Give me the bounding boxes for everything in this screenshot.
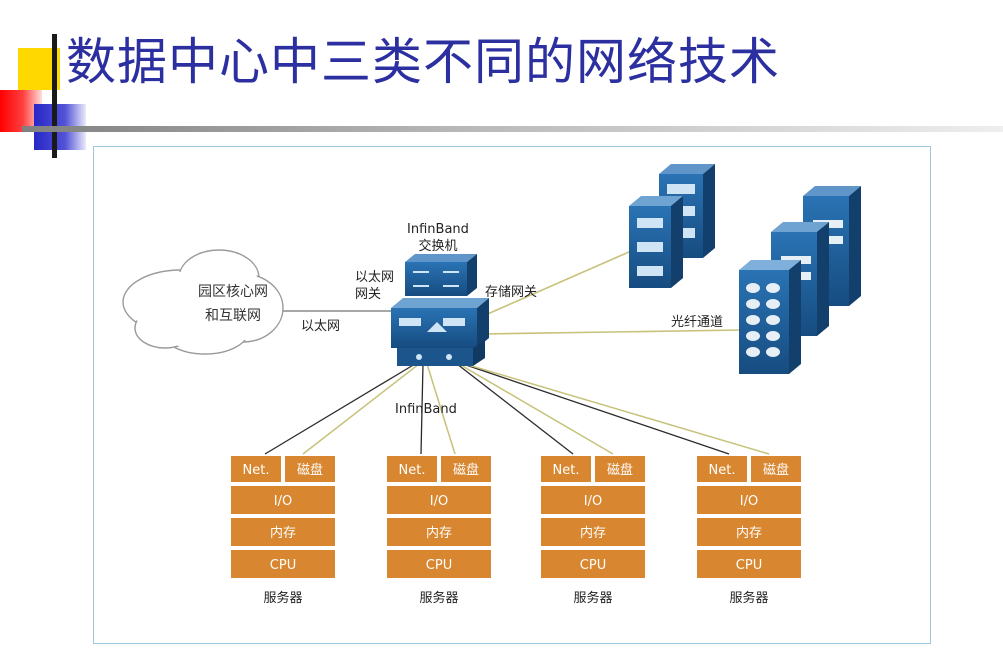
- server-cpu-label: CPU: [736, 558, 762, 573]
- campus-network-cloud: 园区核心网 和互联网: [122, 249, 284, 355]
- server-link: [420, 363, 424, 455]
- server-link: [302, 363, 420, 455]
- server-memory-label: 内存: [580, 525, 606, 541]
- figure-frame: [93, 146, 931, 644]
- storage-tower-front: [629, 196, 683, 288]
- server-io-label: I/O: [274, 494, 292, 509]
- server-link: [458, 363, 614, 455]
- cloud-label-line1: 园区核心网: [198, 284, 268, 300]
- server-memory-label: 内存: [426, 525, 452, 541]
- ethernet-label: 以太网: [301, 319, 340, 334]
- server-disk-label: 磁盘: [453, 462, 479, 478]
- server-caption: 服务器: [263, 590, 302, 606]
- fiber-channel-label: 光纤通道: [671, 315, 723, 330]
- server-net-label: Net.: [399, 463, 426, 478]
- ethernet-gateway-label-line1: 以太网: [355, 270, 394, 285]
- page-title: 数据中心中三类不同的网络技术: [66, 33, 780, 91]
- ethernet-gateway-label-line2: 网关: [355, 287, 381, 302]
- corner-vertical-bar: [52, 34, 57, 158]
- switch-label-line2: 交换机: [418, 238, 457, 254]
- storage-gateway-label: 存储网关: [485, 285, 537, 300]
- connection-lines: [264, 247, 770, 455]
- fiber-link-lower: [482, 329, 742, 335]
- server-link: [456, 363, 574, 455]
- server-disk-label: 磁盘: [607, 462, 633, 478]
- network-diagram: 园区核心网 和互联网 InfinBand 交换机: [122, 164, 861, 606]
- switch-label-line1: InfinBand: [407, 222, 469, 237]
- server-net-label: Net.: [243, 463, 270, 478]
- server-link: [464, 363, 770, 455]
- server-4: Net. 磁盘 I/O 内存 CPU 服务器: [697, 456, 801, 606]
- server-cpu-label: CPU: [270, 558, 296, 573]
- server-disk-label: 磁盘: [763, 462, 789, 478]
- server-caption: 服务器: [729, 590, 768, 606]
- server-cpu-label: CPU: [426, 558, 452, 573]
- server-io-label: I/O: [740, 494, 758, 509]
- server-net-label: Net.: [553, 463, 580, 478]
- server-2: Net. 磁盘 I/O 内存 CPU 服务器: [387, 456, 491, 606]
- server-net-label: Net.: [709, 463, 736, 478]
- server-caption: 服务器: [573, 590, 612, 606]
- server-disk-label: 磁盘: [297, 462, 323, 478]
- server-link: [462, 363, 730, 455]
- server-memory-label: 内存: [270, 525, 296, 541]
- server-link: [264, 363, 416, 455]
- infiniband-link-label: InfinBand: [395, 402, 457, 417]
- disk-array-front: [739, 260, 801, 374]
- server-link: [426, 363, 456, 455]
- fiber-link-upper: [482, 247, 639, 317]
- cloud-label-line2: 和互联网: [205, 308, 261, 324]
- server-memory-label: 内存: [736, 525, 762, 541]
- server-1: Net. 磁盘 I/O 内存 CPU 服务器: [231, 456, 335, 606]
- server-io-label: I/O: [584, 494, 602, 509]
- server-cpu-label: CPU: [580, 558, 606, 573]
- server-caption: 服务器: [419, 590, 458, 606]
- server-io-label: I/O: [430, 494, 448, 509]
- title-underline: [22, 126, 1003, 132]
- infiniband-switch: [391, 254, 489, 366]
- server-3: Net. 磁盘 I/O 内存 CPU 服务器: [541, 456, 645, 606]
